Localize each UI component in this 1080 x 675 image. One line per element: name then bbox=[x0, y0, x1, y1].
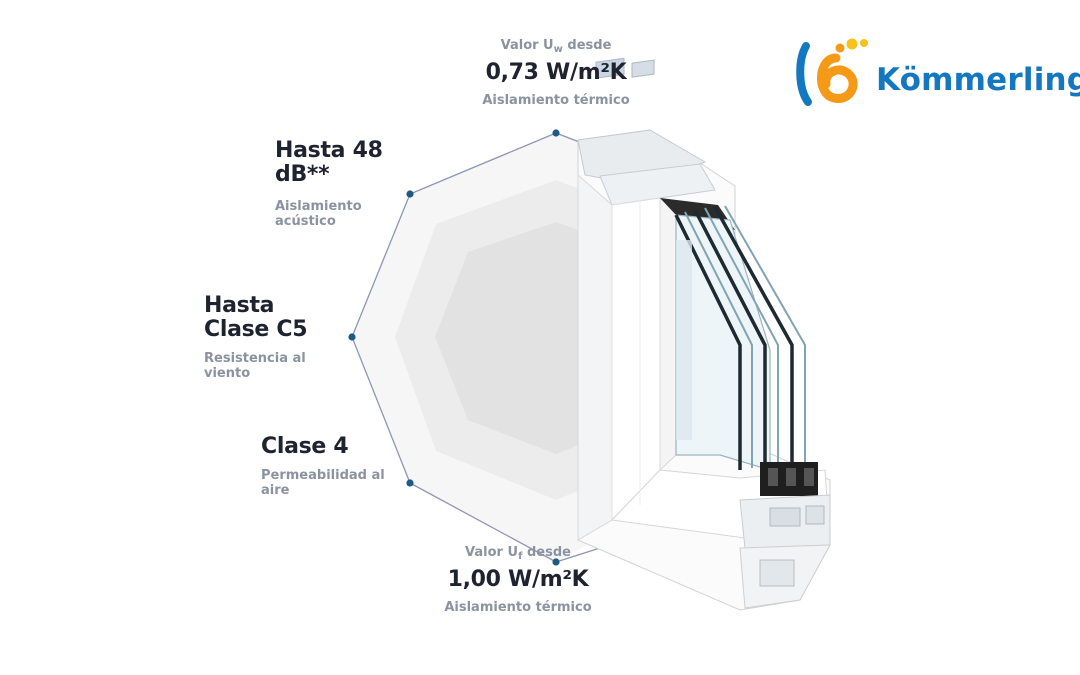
spec-acoustic-caption-2: acústico bbox=[275, 214, 336, 229]
spec-top-label-suffix: desde bbox=[567, 38, 612, 53]
spec-bottom-label: Valor Uf desde bbox=[418, 545, 618, 564]
spec-acoustic-value-2: dB** bbox=[275, 162, 330, 187]
spec-top-value: 0,73 W/m²K bbox=[485, 60, 627, 85]
spec-top-label: Valor Uw desde bbox=[456, 38, 656, 57]
spec-air-caption-1: Permeabilidad al bbox=[261, 468, 385, 483]
spec-air-value: Clase 4 bbox=[261, 434, 349, 459]
spec-air-caption-2: aire bbox=[261, 483, 290, 498]
marker-acoustic bbox=[406, 190, 414, 198]
spec-bottom: Valor Uf desde 1,00 W/m²K Aislamiento té… bbox=[418, 545, 618, 615]
marker-air bbox=[406, 479, 414, 487]
spec-acoustic-value-1: Hasta 48 bbox=[275, 138, 383, 163]
marker-bottom bbox=[552, 558, 560, 566]
kommerling-logo-mark bbox=[796, 38, 868, 106]
spec-wind-caption-1: Resistencia al bbox=[204, 351, 306, 366]
spec-bottom-label-sub: f bbox=[518, 551, 523, 562]
marker-top bbox=[552, 129, 560, 137]
spec-wind-caption-2: viento bbox=[204, 366, 251, 381]
spec-bottom-label-prefix: Valor U bbox=[465, 545, 519, 560]
spec-wind-value-2: Clase C5 bbox=[204, 317, 308, 342]
spec-wind: Hasta Clase C5 Resistencia al viento bbox=[204, 293, 354, 382]
spec-top: Valor Uw desde 0,73 W/m²K Aislamiento té… bbox=[456, 38, 656, 108]
spec-acoustic-caption-1: Aislamiento bbox=[275, 199, 362, 214]
brand-name: Kömmerling bbox=[876, 62, 1080, 98]
window-profile bbox=[577, 57, 831, 611]
spec-wind-value-1: Hasta bbox=[204, 293, 275, 318]
spec-top-label-prefix: Valor U bbox=[500, 38, 554, 53]
spec-bottom-value: 1,00 W/m²K bbox=[447, 567, 589, 592]
spec-top-label-sub: w bbox=[553, 44, 563, 55]
marker-wind bbox=[348, 333, 356, 341]
spec-bottom-label-suffix: desde bbox=[526, 545, 571, 560]
spec-top-caption: Aislamiento térmico bbox=[482, 93, 630, 108]
spec-air: Clase 4 Permeabilidad al aire bbox=[261, 434, 411, 499]
spec-acoustic: Hasta 48 dB** Aislamiento acústico bbox=[275, 138, 425, 230]
spec-bottom-caption: Aislamiento térmico bbox=[444, 600, 592, 615]
